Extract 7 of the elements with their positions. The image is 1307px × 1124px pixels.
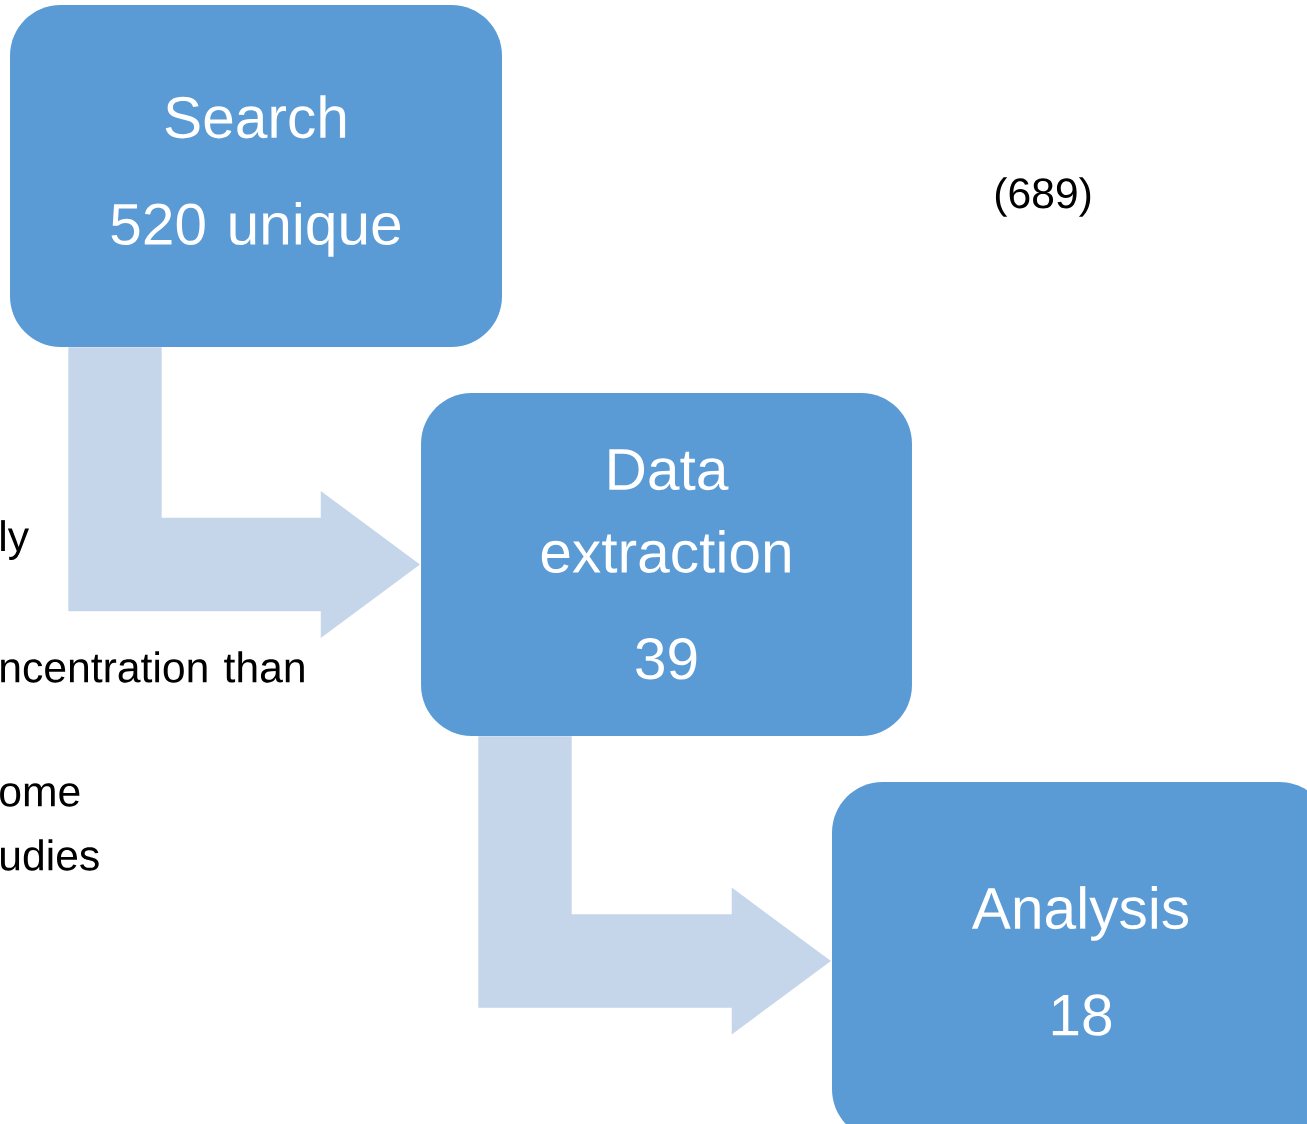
process-box: Data extraction 39 [421,393,912,736]
process-box: Analysis 18 [832,782,1307,1124]
process-box: Search 520 unique [10,5,502,347]
partial-text: ncentration than [1,651,304,683]
partial-text: (689) [995,177,1091,217]
partial-text: ly [1,520,29,560]
partial-text: ome udies [0,783,99,871]
